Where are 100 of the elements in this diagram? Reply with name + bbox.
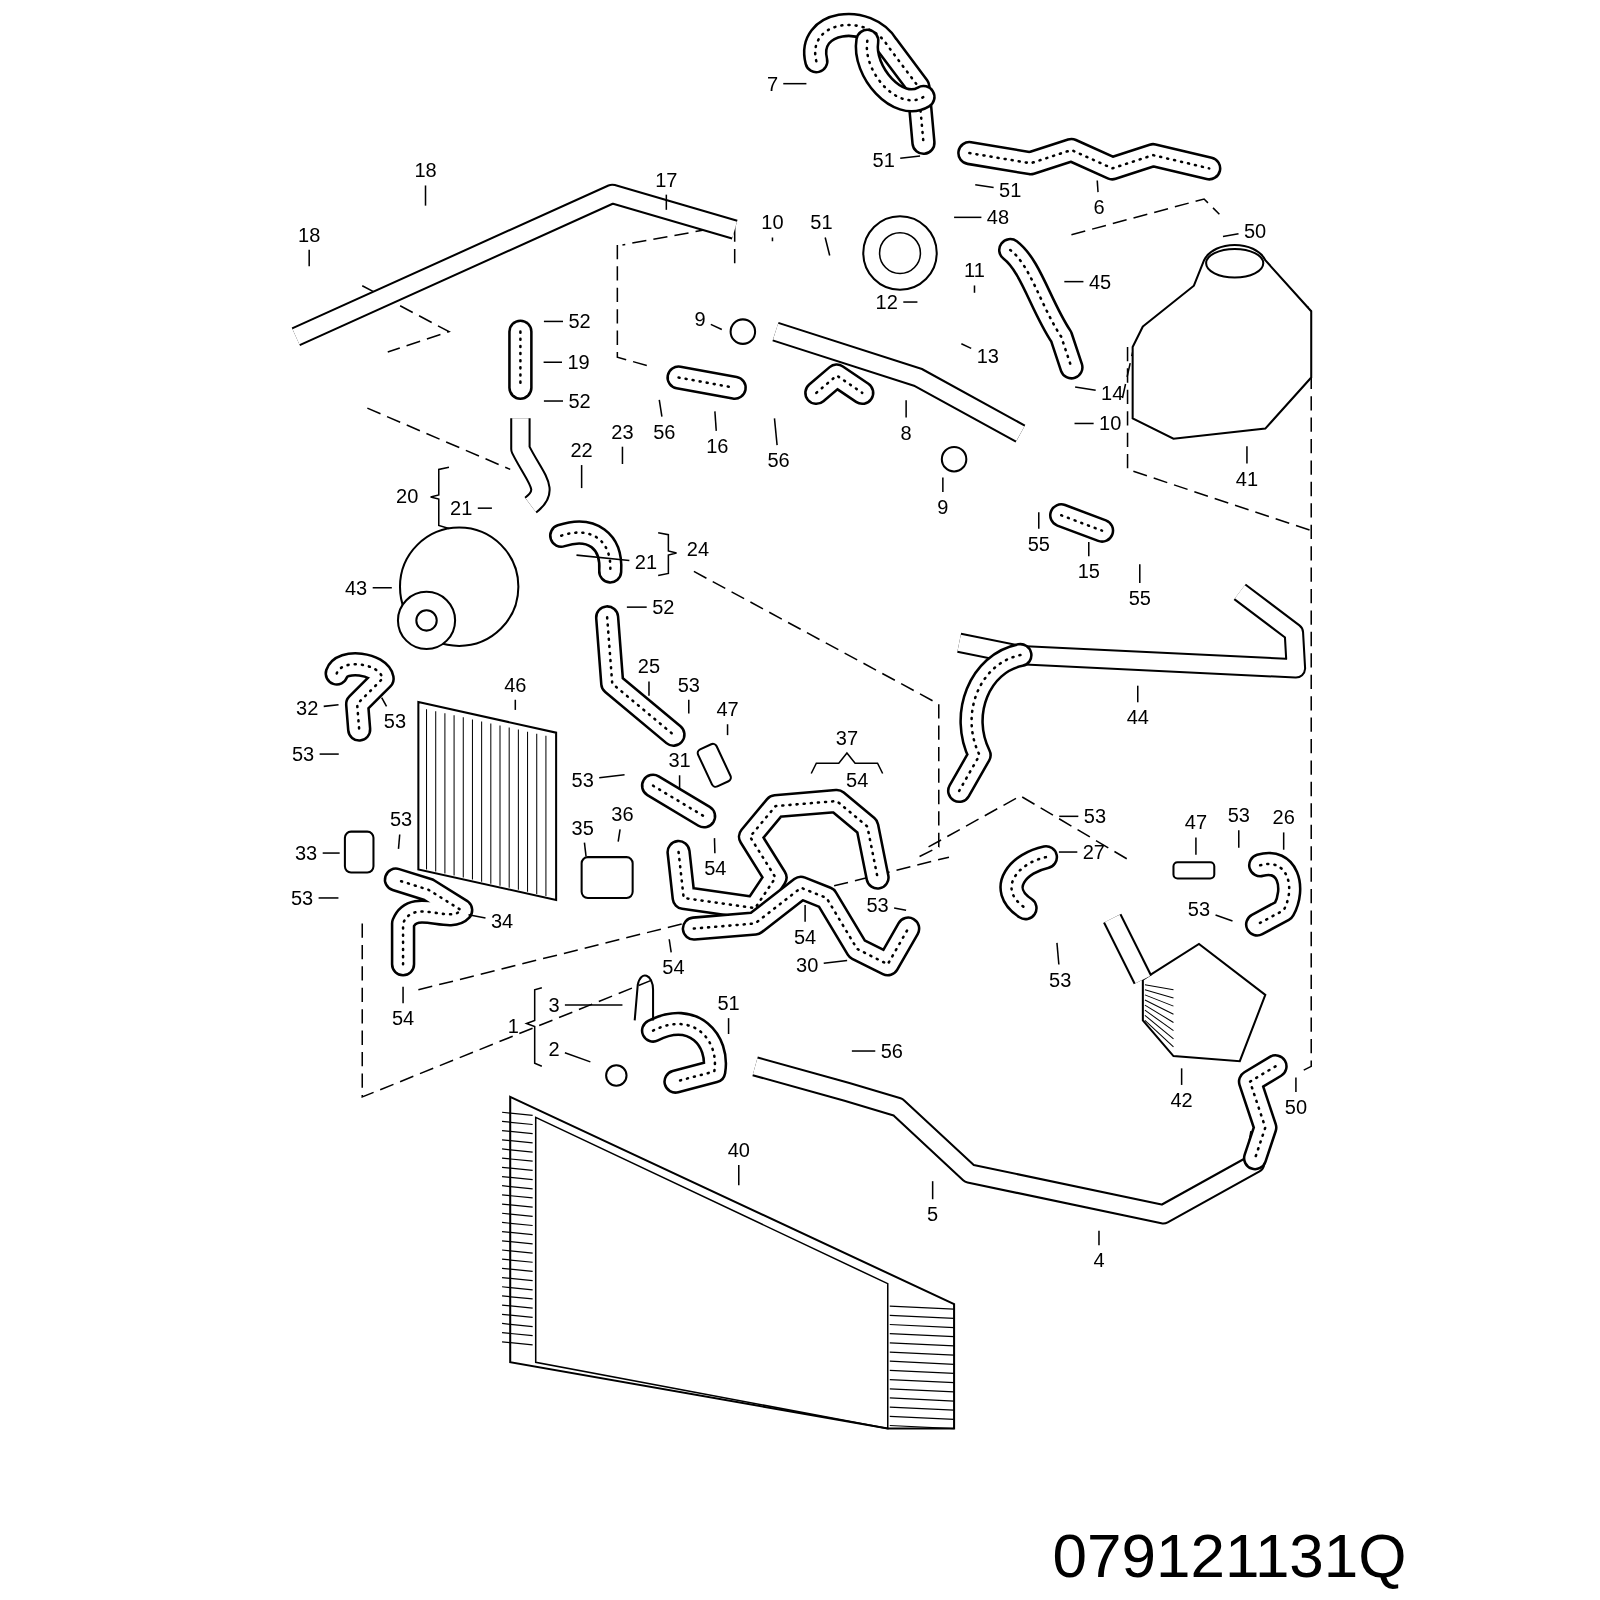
leader-line (665, 193, 668, 211)
callout-number: 22 (570, 438, 593, 462)
leader-line (321, 852, 341, 854)
callout-number: 54 (391, 1006, 415, 1031)
leader-line (822, 959, 848, 965)
callout-number: 43 (345, 575, 368, 600)
callout-number: 53 (1049, 967, 1072, 992)
callout-number: 14 (1101, 380, 1124, 405)
callout-number: 21 (450, 496, 473, 521)
callout-number: 55 (1128, 585, 1151, 610)
callout-number: 35 (571, 815, 594, 840)
leader-line (1180, 1067, 1183, 1086)
part-number: 079121131Q (1052, 1521, 1407, 1592)
callout-number: 53 (571, 767, 594, 792)
leader-line (575, 554, 631, 562)
callout-number: 8 (900, 420, 912, 445)
callout-number: 12 (875, 290, 898, 315)
callout-number: 10 (1099, 411, 1122, 436)
leader-line (905, 399, 907, 419)
leader-line (1056, 942, 1060, 966)
callout-number: 19 (567, 350, 590, 375)
callout-number: 51 (810, 210, 833, 235)
callout-number: 50 (1243, 218, 1267, 243)
callout-number: 3 (548, 993, 560, 1018)
leader-line (1295, 1076, 1297, 1093)
leader-line (564, 1004, 624, 1006)
callout-number: 51 (872, 148, 895, 173)
leader-line (902, 301, 919, 303)
callout-number: 40 (727, 1138, 750, 1162)
callout-number: 20 (396, 483, 419, 508)
callout-number: 56 (767, 448, 790, 473)
leader-line (317, 897, 340, 899)
leader-line (773, 417, 778, 446)
leader-line (308, 249, 310, 268)
leader-line (1098, 1229, 1100, 1246)
callout-number: 55 (1027, 531, 1050, 556)
leader-line (1222, 232, 1240, 238)
callout-number: 46 (504, 672, 527, 697)
leader-line (424, 184, 427, 207)
callout-number: 6 (1093, 195, 1105, 220)
leader-line (371, 587, 393, 589)
leader-line (626, 606, 648, 608)
leader-line (942, 476, 944, 493)
callout-number: 7 (766, 71, 778, 96)
callout-number: 54 (846, 767, 869, 792)
callout-number: 52 (568, 389, 591, 413)
callout-number: 18 (414, 158, 437, 183)
leader-line (851, 1050, 877, 1052)
callout-number: 53 (677, 672, 700, 697)
leader-line (974, 184, 995, 189)
leader-line (738, 1164, 740, 1186)
callout-number: 18 (298, 222, 321, 247)
callout-number: 10 (761, 210, 784, 235)
leader-line (1096, 179, 1099, 193)
callout-number: 1 (507, 1013, 519, 1038)
callout-number: 33 (295, 841, 318, 866)
leader-line (397, 833, 401, 850)
leader-line (648, 680, 650, 697)
leader-line (318, 753, 340, 755)
callout-number: 32 (296, 696, 319, 721)
callout-number: 9 (694, 307, 706, 332)
callout-number: 53 (290, 885, 314, 910)
leader-line (960, 343, 972, 350)
leader-line (668, 938, 672, 954)
leader-line (824, 236, 831, 257)
leader-line (1058, 815, 1080, 818)
leader-line (1073, 422, 1095, 425)
leader-line (1088, 541, 1090, 558)
callout-number: 25 (637, 654, 661, 679)
callout-number: 26 (1272, 805, 1295, 830)
callout-number: 31 (668, 748, 691, 773)
callout-number: 4 (1093, 1248, 1105, 1273)
leader-line (543, 400, 564, 402)
leader-line (1238, 829, 1240, 849)
leader-line (931, 1180, 934, 1200)
leader-line (477, 507, 493, 509)
leader-line (1063, 280, 1085, 283)
leader-line (710, 323, 723, 331)
leader-line (1246, 445, 1248, 465)
callout-number: 53 (1083, 804, 1106, 829)
leader-line (899, 155, 921, 160)
callout-number: 50 (1284, 1095, 1308, 1120)
leader-line (380, 696, 388, 708)
leader-line (782, 82, 808, 85)
callout-number: 41 (1235, 466, 1259, 491)
callout-number: 52 (652, 595, 675, 620)
callout-number: 53 (1187, 897, 1211, 922)
leader-line (953, 216, 983, 219)
callout-number: 36 (611, 802, 634, 827)
leader-line (1282, 831, 1285, 851)
leader-line (617, 828, 621, 843)
callout-number: 15 (1077, 559, 1100, 584)
callout-number: 5 (927, 1202, 939, 1227)
leader-line (1139, 563, 1141, 584)
callout-number: 56 (653, 419, 676, 444)
leader-line (543, 320, 564, 323)
leader-line (658, 399, 663, 418)
leader-line (726, 723, 729, 736)
callout-number: 2 (548, 1036, 560, 1061)
leader-line (514, 699, 517, 711)
